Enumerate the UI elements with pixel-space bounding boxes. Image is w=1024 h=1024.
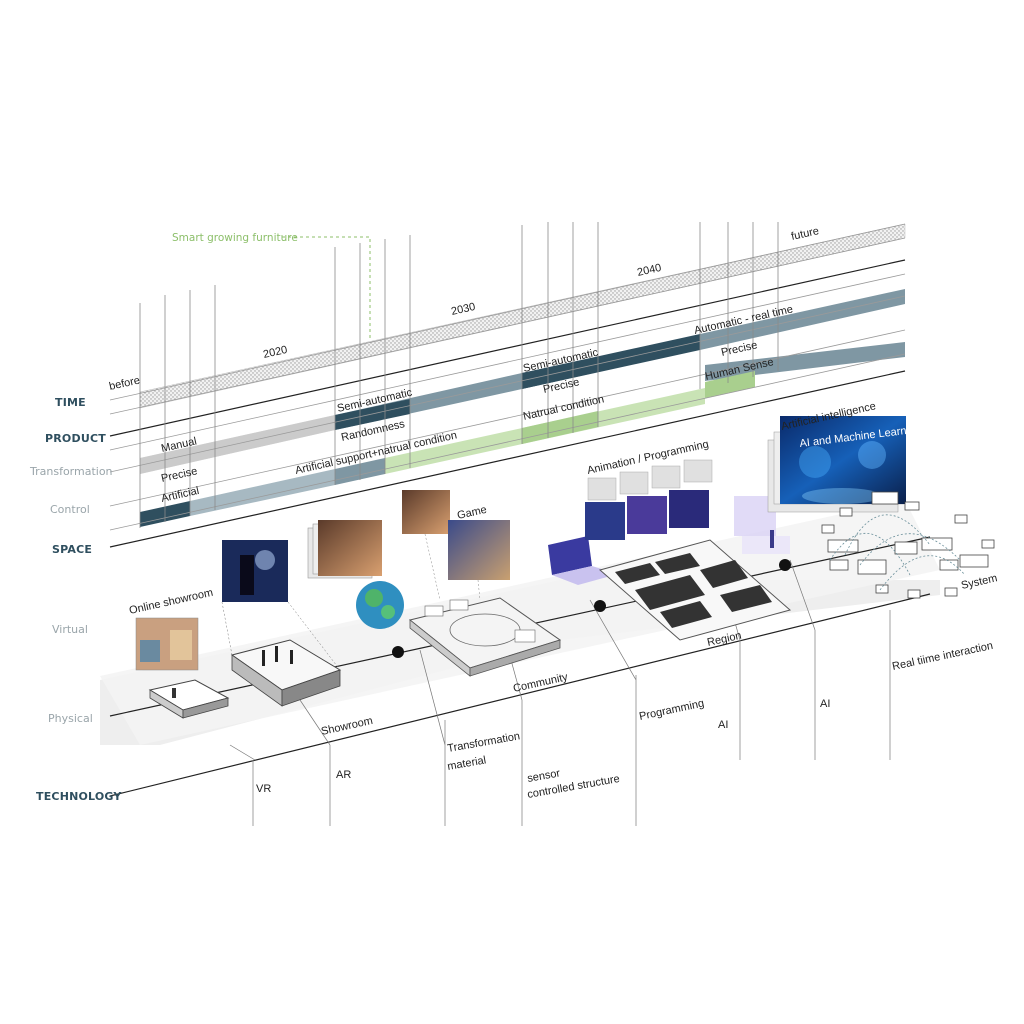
transformation-band-1 <box>140 415 335 474</box>
annotation-label: Smart growing furniture <box>172 232 298 244</box>
row-label-virtual: Virtual <box>52 623 88 636</box>
row-label-product: PRODUCT <box>45 432 106 445</box>
vr-image <box>222 540 288 602</box>
time-future: future <box>790 225 820 243</box>
product-line-1 <box>109 273 906 451</box>
tech-programming: Programming <box>638 697 705 722</box>
tech-real-time: Real tiime interaction <box>891 640 994 673</box>
showroom-box-large <box>230 639 342 707</box>
time-before: before <box>108 374 141 392</box>
control-line-top <box>109 329 906 507</box>
time-2020: 2020 <box>262 344 289 361</box>
product-band-auto <box>700 289 905 350</box>
ar-image-front <box>318 520 382 576</box>
space-game: Game <box>456 504 488 522</box>
space-showroom: Showroom <box>320 715 374 738</box>
space-system: System <box>960 572 998 592</box>
technology-axis <box>109 593 931 797</box>
technology-guides <box>252 610 891 826</box>
row-label-physical: Physical <box>48 712 93 725</box>
row-label-control: Control <box>50 503 90 516</box>
transformation-line <box>109 295 906 473</box>
milestone-dot-2040 <box>594 600 606 612</box>
time-line-top <box>109 223 906 401</box>
vertical-guides <box>139 222 779 528</box>
tech-transformation-material-1: Transformation <box>446 730 521 755</box>
tech-ai-1: AI <box>718 719 728 731</box>
tech-transformation-material-2: material <box>446 754 487 773</box>
control-band-human-sense <box>705 371 755 398</box>
row-label-time: TIME <box>55 396 86 409</box>
game-projection <box>424 533 481 601</box>
region-platform <box>598 539 792 641</box>
space-axis <box>109 370 906 548</box>
vr-projection <box>221 601 341 671</box>
annotation-connector <box>282 236 371 340</box>
control-band-artificial2 <box>190 469 335 516</box>
tech-vr: VR <box>256 783 271 795</box>
animation-images <box>585 459 713 540</box>
game-image-2 <box>448 520 510 580</box>
row-label-space: SPACE <box>52 543 92 556</box>
system-links <box>829 514 966 591</box>
control-line-bottom <box>109 353 906 531</box>
community-platform <box>408 597 562 677</box>
tech-sensor-1: sensor <box>526 767 561 785</box>
row-label-technology: TECHNOLOGY <box>36 790 122 803</box>
row-label-transformation: Transformation <box>29 465 113 478</box>
product-axis <box>109 259 906 437</box>
transformation-band-2 <box>335 399 410 430</box>
transformation-band-3 <box>522 357 598 389</box>
time-2040: 2040 <box>636 262 663 279</box>
system-network <box>821 491 995 599</box>
time-line-bottom <box>109 237 906 415</box>
space-region: Region <box>706 630 743 649</box>
game-image-1 <box>402 490 450 534</box>
space-community: Community <box>512 671 569 695</box>
milestone-dot-future <box>779 559 791 571</box>
space-online-showroom: Online showroom <box>128 587 214 617</box>
time-2030: 2030 <box>450 301 477 318</box>
milestone-dot-2030 <box>392 646 404 658</box>
globe-image <box>356 581 404 629</box>
showroom-box-small <box>148 679 230 719</box>
transformation-precise-1: Precise <box>160 465 198 485</box>
control-band-natural-strong <box>522 411 598 444</box>
tech-ai-2: AI <box>820 698 830 710</box>
tech-ar: AR <box>336 769 351 781</box>
